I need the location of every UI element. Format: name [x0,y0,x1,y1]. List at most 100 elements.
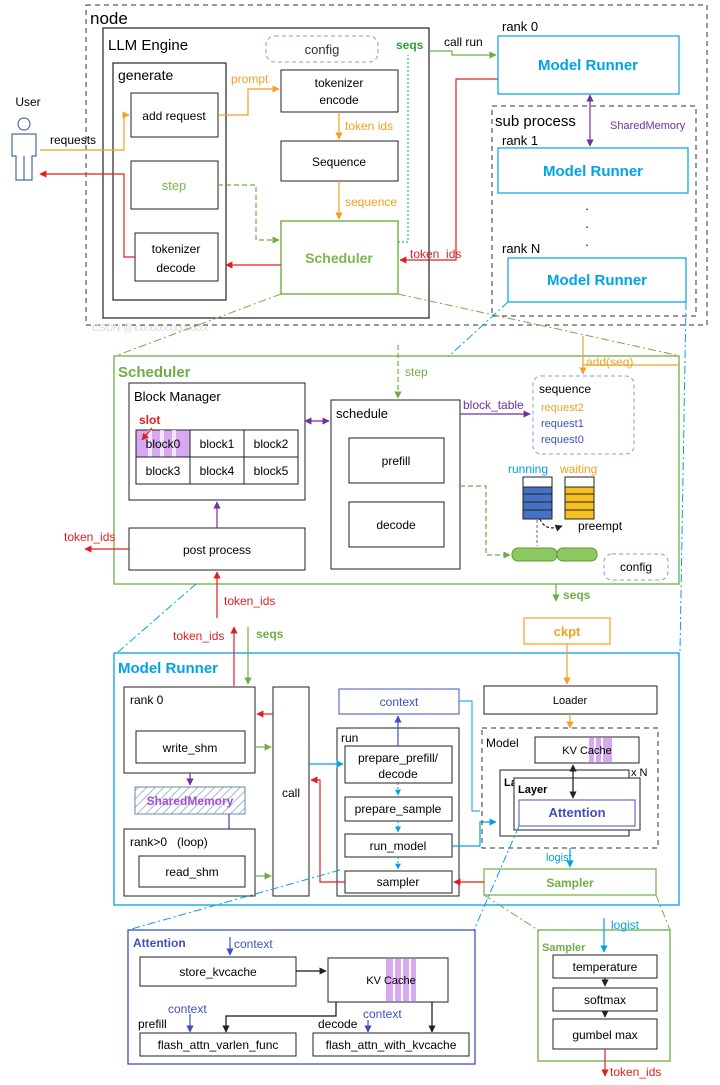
attn-kv-cache-label: KV Cache [366,975,416,987]
scheduler-panel-title: Scheduler [118,364,191,381]
tokenizer-decode-label-1: tokenizer [152,242,201,256]
sampler-panel: Sampler logist temperature softmax gumbe… [537,918,671,1079]
sequence-box-label: Sequence [312,155,366,169]
context2-label: context [168,1002,207,1016]
seqs-capsule [511,547,598,562]
model-runner-panel-title: Model Runner [118,660,218,677]
call-run-arrow [430,50,497,59]
sequence-arrow-label: sequence [345,195,397,209]
loader-label: Loader [553,695,588,707]
prepare-prefill-label-1: prepare_prefill/ [358,751,439,765]
call-label: call [282,786,300,800]
ellipsis-dot-3: . [585,234,589,249]
sampler-logist-label: logist [611,918,640,932]
model-runner-rankN-label: Model Runner [547,272,647,289]
runner-token-ids-label: token_ids [173,629,224,643]
sequence-box[interactable] [280,140,399,182]
scheduler-config-label: config [620,560,652,574]
flash-withkv-box[interactable] [312,1032,470,1057]
decode-attn-label: decode [318,1017,358,1031]
flash-varlen-label: flash_attn_varlen_func [158,1038,279,1052]
prompt-arrow [218,85,280,116]
flash-withkv-label: flash_attn_with_kvcache [326,1038,457,1052]
decode-box[interactable] [348,501,445,548]
prefill-attn-label: prefill [138,1017,167,1031]
post-process-box[interactable] [128,527,306,571]
rank1-label: rank 1 [502,133,538,148]
read-shm-box[interactable] [138,855,246,888]
llm-engine-title: LLM Engine [108,37,188,54]
model-kv-cache-label: KV Cache [562,745,612,757]
step-box[interactable] [130,160,219,210]
block0-label: block0 [146,437,181,451]
gumbel-max-box[interactable] [552,1018,658,1050]
rank0-label: rank 0 [502,19,538,34]
sampler-panel-title: Sampler [542,942,586,954]
rank-loop-label: rank>0 (loop) [130,835,208,849]
scheduler-box-label: Scheduler [305,250,373,266]
write-shm-box[interactable] [135,730,246,764]
post-process-label: post process [183,543,251,557]
slot-arrow [141,427,153,441]
prefill-label: prefill [382,454,411,468]
tokenizer-decode-label-2: decode [156,261,196,275]
block3-label: block3 [146,464,181,478]
attn-expand-line-right [473,825,520,931]
block5-cell[interactable] [243,456,299,485]
shared-memory-box-label: SharedMemory [147,794,234,808]
schedule-title: schedule [336,406,388,421]
sampler-expand-line-right [655,894,671,931]
ellipsis-dot-2: . [585,216,589,231]
call-box[interactable] [272,686,310,897]
attention-box[interactable] [518,799,636,827]
write-shm-label: write_shm [162,741,218,755]
runner-expand-line [447,301,509,358]
gumbel-max-label: gumbel max [572,1028,637,1042]
add-request-label: add request [142,109,206,123]
run-model-to-model-arrow [452,818,497,847]
step-arrow [218,184,280,244]
softmax-label: softmax [584,993,626,1007]
seqs-label: seqs [396,38,424,52]
sampler-to-call-arrow [310,776,345,883]
slot-label: slot [139,413,160,427]
model-label: Model [486,736,519,750]
context-box[interactable] [338,688,460,715]
running-label: running [508,462,548,476]
scheduler-box[interactable] [280,220,399,295]
model-runner-rank0[interactable] [497,35,680,95]
node-title: node [90,9,128,28]
model-runner-rank1-label: Model Runner [543,163,643,180]
prefill-box[interactable] [348,437,445,484]
block4-cell[interactable] [189,456,245,485]
token-ids-in-label: token_ids [224,594,275,608]
requests-arrow [40,111,130,151]
model-runner-rank1[interactable] [497,147,689,194]
runner-seqs-label: seqs [256,627,284,641]
block2-cell[interactable] [243,429,299,458]
context1-label: context [234,937,273,951]
block1-cell[interactable] [189,429,245,458]
seqs-line [398,55,409,243]
flash-varlen-box[interactable] [139,1032,297,1057]
block-manager-title: Block Manager [134,389,221,404]
tokenizer-encode-label-1: tokenizer [315,76,364,90]
running-queue [522,476,553,520]
store-kvcache-label: store_kvcache [179,965,257,979]
watermark: CSDN @xxxxxxxxxxxxxxx [92,323,208,334]
tokenizer-decode-box[interactable] [134,232,219,282]
sequence-title: sequence [539,382,591,396]
block-table-label: block_table [463,398,524,412]
sampler-box[interactable] [483,868,657,896]
config-box [265,35,379,63]
run-model-label: run_model [370,839,427,853]
context-to-model-line [459,700,480,812]
attn-expand-line-left [127,869,341,931]
attention-panel-title: Attention [133,936,186,950]
request2-label: request2 [541,402,584,414]
add-request-box[interactable] [130,92,219,138]
model-runner-rankN[interactable] [507,257,687,303]
sequence-queue-box [532,375,635,455]
token-ids-out-label: token_ids [64,530,115,544]
